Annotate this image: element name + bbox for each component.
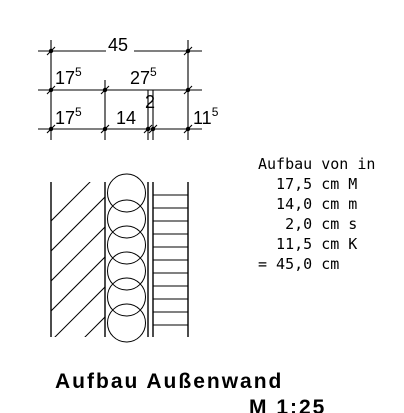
drawing-title-block: Aufbau Außenwand M 1:25	[55, 370, 326, 413]
legend-heading: Aufbau von in	[258, 155, 375, 173]
legend-line-masonry: 17,5 cm M	[258, 175, 357, 193]
legend-line-total: = 45,0 cm	[258, 255, 339, 273]
dimension-nodes	[48, 48, 191, 132]
dimension-insulation: 14	[116, 108, 136, 128]
dimension-gap: 2	[145, 92, 155, 112]
legend-line-gap: 2,0 cm s	[258, 215, 357, 233]
dimension-remaining-top: 275	[130, 65, 157, 88]
legend-line-insulation: 14,0 cm m	[258, 195, 357, 213]
insulation-symbol	[107, 173, 146, 343]
dimension-masonry-top: 175	[55, 65, 82, 88]
masonry-hatch	[51, 182, 105, 337]
facing-brick-layer	[153, 182, 189, 337]
drawing-scale: M 1:25	[249, 396, 326, 413]
drawing-title: Aufbau Außenwand	[55, 370, 283, 393]
masonry-layer	[50, 182, 106, 337]
legend-line-facing: 11,5 cm K	[258, 235, 357, 253]
dimension-facing: 115	[193, 105, 219, 128]
insulation-layer	[107, 173, 149, 343]
layer-legend: Aufbau von in 17,5 cm M 14,0 cm m 2,0 cm…	[258, 155, 375, 273]
dimension-labels: 45 175 275 2 175 14 115	[55, 35, 219, 128]
dimension-total: 45	[108, 35, 128, 55]
facing-brick-joints	[153, 194, 188, 326]
dimension-masonry: 175	[55, 105, 82, 128]
